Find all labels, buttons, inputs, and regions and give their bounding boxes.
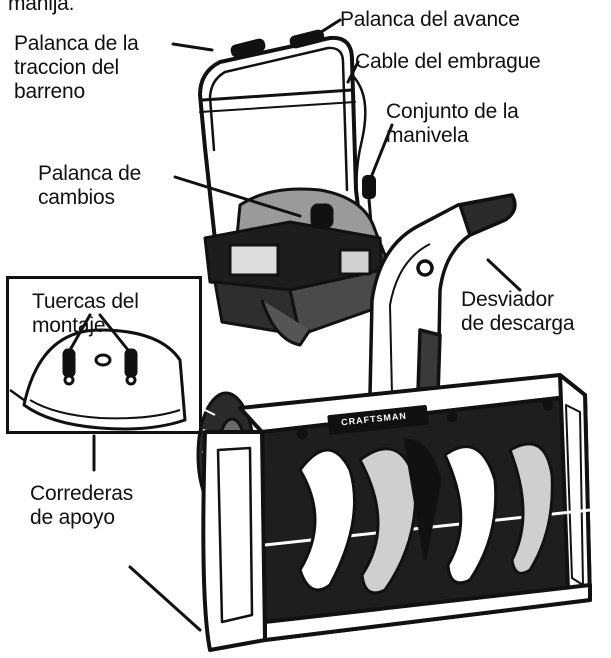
label-palanca-avance: Palanca del avance xyxy=(340,8,520,31)
label-palanca-cambios-line1: Palanca de xyxy=(38,162,142,185)
auger-spirals xyxy=(298,438,554,595)
leader-desviador xyxy=(486,258,522,292)
label-cable-embrague: Cable del embrague xyxy=(355,50,541,73)
label-tuercas-montaje-line2: montaje xyxy=(32,314,106,337)
leader-embrague xyxy=(346,60,360,84)
skid-shoe-inset-drawing xyxy=(9,328,187,431)
mounting-nuts-inset-frame xyxy=(6,276,202,434)
label-palanca-cambios-line2: cambios xyxy=(38,186,115,209)
leader-tuercas-right xyxy=(98,313,130,352)
discharge-chute xyxy=(368,193,517,397)
label-correderas-apoyo-line1: Correderas xyxy=(30,482,134,505)
label-palanca-traccion-line1: Palanca de la xyxy=(14,32,139,55)
label-conjunto-manivela-line2: manivela xyxy=(386,124,469,147)
leader-avance xyxy=(316,18,342,36)
leader-correderas-bottom xyxy=(128,565,202,632)
label-correderas-apoyo-line2: de apoyo xyxy=(30,506,115,529)
leader-cambios xyxy=(173,175,302,218)
label-conjunto-manivela-line1: Conjunto de la xyxy=(386,100,519,123)
lever-grips xyxy=(230,29,325,58)
engine-block xyxy=(203,187,387,347)
label-palanca-cambios: Palanca de cambios xyxy=(38,162,141,210)
leader-manivela xyxy=(368,123,394,182)
label-correderas-apoyo: Correderas de apoyo xyxy=(30,482,133,530)
label-conjunto-manivela: Conjunto de la manivela xyxy=(386,100,519,148)
label-desviador-descarga-line2: de descarga xyxy=(461,312,575,335)
label-palanca-traccion: Palanca de la traccion del barreno xyxy=(14,32,139,104)
leader-tuercas-left xyxy=(68,313,92,352)
callout-leader-lines xyxy=(68,18,522,632)
label-palanca-traccion-line3: barreno xyxy=(14,80,85,103)
label-desviador-descarga-line1: Desviador xyxy=(461,288,554,311)
label-palanca-traccion-line2: traccion del xyxy=(14,56,119,79)
label-desviador-descarga: Desviador de descarga xyxy=(461,288,575,336)
leader-traccion xyxy=(171,42,214,52)
label-tuercas-montaje-line1: Tuercas del xyxy=(32,290,139,313)
header-fragment: manija. xyxy=(8,0,75,15)
clutch-cable xyxy=(351,74,367,216)
handle-assembly xyxy=(198,35,367,267)
label-tuercas-montaje: Tuercas del montaje xyxy=(32,290,139,338)
